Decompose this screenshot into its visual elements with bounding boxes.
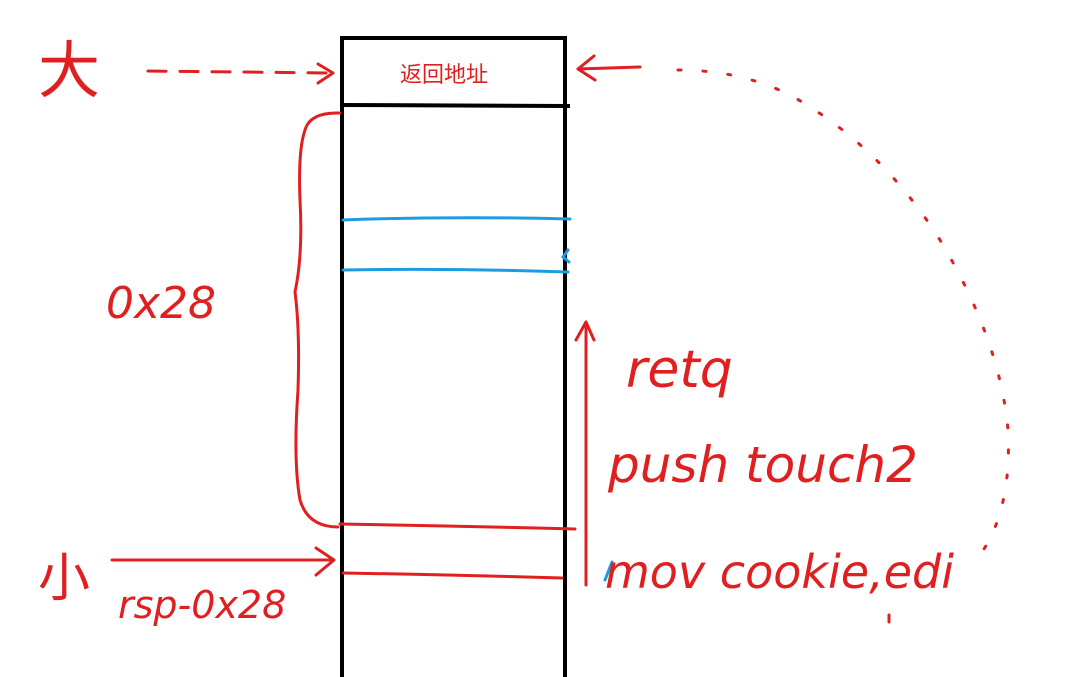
dashed-return-arc <box>676 68 1010 557</box>
buffer-line-upper <box>338 522 577 531</box>
size-offset-label: 0x28 <box>106 278 216 329</box>
instr-push-label: push touch2 <box>607 436 918 494</box>
big-dashed-arrow <box>146 69 332 75</box>
blue-tick <box>560 248 571 264</box>
return-arrow <box>576 65 642 71</box>
small-label: 小 <box>38 549 90 609</box>
blue-mov-tick <box>603 560 614 582</box>
blue-markers <box>341 216 614 582</box>
small-arrow-head <box>314 546 336 577</box>
instruction-flow-arrow-head <box>574 320 596 342</box>
stack-frame <box>339 36 571 677</box>
buffer-line-lower <box>341 571 564 580</box>
return-address-divider <box>339 103 571 108</box>
rsp-offset-label: rsp-0x28 <box>118 583 286 627</box>
return-address-label: 返回地址 <box>400 63 488 88</box>
instr-mov-label: mov cookie,edi <box>605 545 954 599</box>
red-annotations <box>110 54 1010 624</box>
blue-line-upper <box>341 216 572 222</box>
instr-retq-label: retq <box>626 340 733 400</box>
return-arrow-head <box>576 54 597 82</box>
big-label: 大 <box>38 34 100 107</box>
size-brace <box>293 111 342 529</box>
blue-line-lower <box>341 267 570 274</box>
big-arrow-head <box>316 62 335 85</box>
